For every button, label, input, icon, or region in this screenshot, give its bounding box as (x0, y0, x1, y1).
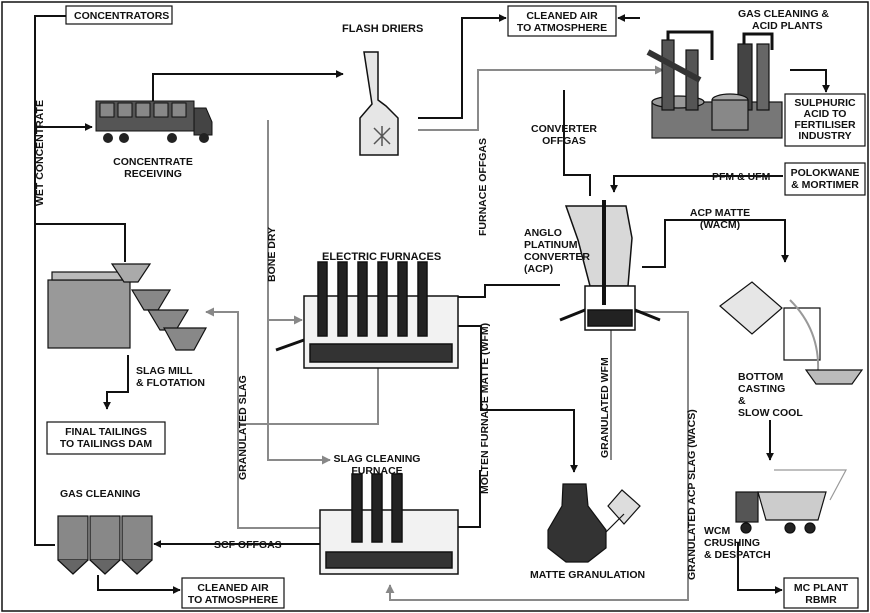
polokwane-box (784, 162, 866, 196)
slag-mill-icon (47, 263, 208, 351)
polokwane-line1: POLOKWANE (791, 167, 860, 179)
slag-mill-line1: SLAG MILL (136, 365, 193, 377)
mc-plant-box (783, 577, 859, 609)
molten-furnace-matte-label: MOLTEN FURNACE MATTE (WFM) (479, 323, 491, 494)
bone-dry-line (267, 120, 331, 465)
wcm-truck-icon (735, 469, 847, 534)
sulphuric-line1: SULPHURIC (794, 97, 856, 109)
anglo-line3: CONVERTER (524, 251, 590, 263)
sulphuric-line3: FERTILISER (794, 119, 856, 131)
gas-cleaning-air-arrow (97, 575, 181, 594)
furnace-offgas-label: FURNACE OFFGAS (477, 138, 489, 236)
bottom-casting-line3: & (738, 395, 746, 407)
matte-granulation-label: MATTE GRANULATION (530, 569, 645, 581)
to-tailings-arrow (103, 355, 129, 410)
final-tailings-line2: TO TAILINGS DAM (60, 438, 153, 450)
sulphuric-line2: ACID TO (804, 108, 847, 120)
cleaned-air-bottom-line2: TO ATMOSPHERE (188, 594, 278, 606)
anglo-line1: ANGLO (524, 227, 562, 239)
concentrate-receiving-line2: RECEIVING (124, 168, 182, 180)
gas-cleaning-acid-line2: ACID PLANTS (752, 20, 823, 32)
acp-converter-icon (559, 200, 661, 331)
molten-matte-arrow (458, 325, 578, 473)
cleaned-air-bottom-line1: CLEANED AIR (197, 582, 269, 594)
gas-cleaning-label: GAS CLEANING (60, 488, 141, 500)
mc-plant-line1: MC PLANT (794, 582, 849, 594)
electric-furnaces-label: ELECTRIC FURNACES (322, 251, 441, 263)
to-sulphuric-arrow (790, 69, 830, 93)
flash-air-arrow (418, 14, 507, 119)
acp-matte-line2: (WACM) (700, 219, 740, 231)
electric-furnace-icon (275, 261, 459, 369)
wcm-line3: & DESPATCH (704, 549, 771, 561)
granulated-slag-label: GRANULATED SLAG (237, 375, 249, 480)
concentrate-truck-icon (95, 100, 213, 143)
granulated-acp-slag-line (385, 311, 689, 601)
anglo-line4: (ACP) (524, 263, 553, 275)
bottom-casting-line4: SLOW COOL (738, 407, 803, 419)
scf-matte-line (458, 470, 481, 528)
wcm-line1: WCM (704, 525, 730, 537)
granulated-wfm-label: GRANULATED WFM (599, 357, 611, 458)
cleaned-air-top-line2: TO ATMOSPHERE (517, 22, 607, 34)
acp-matte-arrow (642, 219, 789, 268)
concentrate-receiving-line1: CONCENTRATE (113, 156, 193, 168)
cleaned-air-bottom-box (181, 577, 285, 609)
gas-cleaning-acid-line1: GAS CLEANING & (738, 8, 829, 20)
mc-plant-line2: RBMR (805, 594, 837, 606)
converter-offgas-line2: OFFGAS (542, 135, 586, 147)
flash-driers-label: FLASH DRIERS (342, 23, 423, 35)
scf-offgas-label: SCF OFFGAS (214, 539, 282, 551)
polokwane-line2: & MORTIMER (791, 179, 859, 191)
final-tailings-box (46, 421, 166, 455)
slag-cleaning-furnace-icon (319, 473, 459, 575)
concentrators-label: CONCENTRATORS (74, 10, 169, 22)
to-mc-plant-arrow (737, 542, 783, 594)
to-flash-driers-arrow (152, 70, 344, 104)
cleaned-air-top-box (507, 5, 617, 37)
bottom-casting-icon (719, 281, 864, 385)
granulated-acp-slag-label: GRANULATED ACP SLAG (WACS) (686, 409, 698, 580)
slag-cleaning-line2: FURNACE (351, 465, 402, 477)
final-tailings-line1: FINAL TAILINGS (65, 426, 147, 438)
acid-plant-icon (646, 30, 783, 139)
converter-offgas-line1: CONVERTER (531, 123, 597, 135)
wet-concentrate-label: WET CONCENTRATE (34, 100, 46, 206)
pfm-ufm-label: PFM & UFM (712, 171, 771, 183)
matte-granulation-icon (547, 483, 641, 563)
slag-cleaning-line1: SLAG CLEANING (334, 453, 421, 465)
cleaned-air-top-line1: CLEANED AIR (526, 10, 598, 22)
gas-cleaning-icon (57, 515, 153, 575)
flow-lines (34, 14, 830, 594)
flash-drier-icon (359, 51, 399, 156)
granulated-slag-arrow (205, 307, 239, 424)
acp-matte-line1: ACP MATTE (690, 207, 750, 219)
wet-concentrate-line (34, 15, 66, 546)
bottom-casting-line2: CASTING (738, 383, 785, 395)
converter-offgas-line (563, 90, 591, 196)
furnace-offgas-line (418, 65, 664, 131)
pfm-ufm-arrow (610, 175, 783, 193)
labels: CONCENTRATORS WET CONCENTRATE FLASH DRIE… (34, 8, 859, 606)
wcm-line2: CRUSHING (704, 537, 760, 549)
anglo-line2: PLATINUM (524, 239, 578, 251)
to-slag-mill-line (35, 223, 126, 262)
grey-flow-lines (205, 65, 689, 601)
sulphuric-line4: INDUSTRY (798, 130, 851, 142)
sulphuric-acid-box (784, 93, 866, 147)
bone-dry-label: BONE DRY (266, 227, 278, 282)
slag-mill-line2: & FLOTATION (136, 377, 205, 389)
concentrators-box (65, 5, 173, 25)
furnace-matte-to-converter (454, 284, 560, 298)
bottom-casting-line1: BOTTOM (738, 371, 784, 383)
